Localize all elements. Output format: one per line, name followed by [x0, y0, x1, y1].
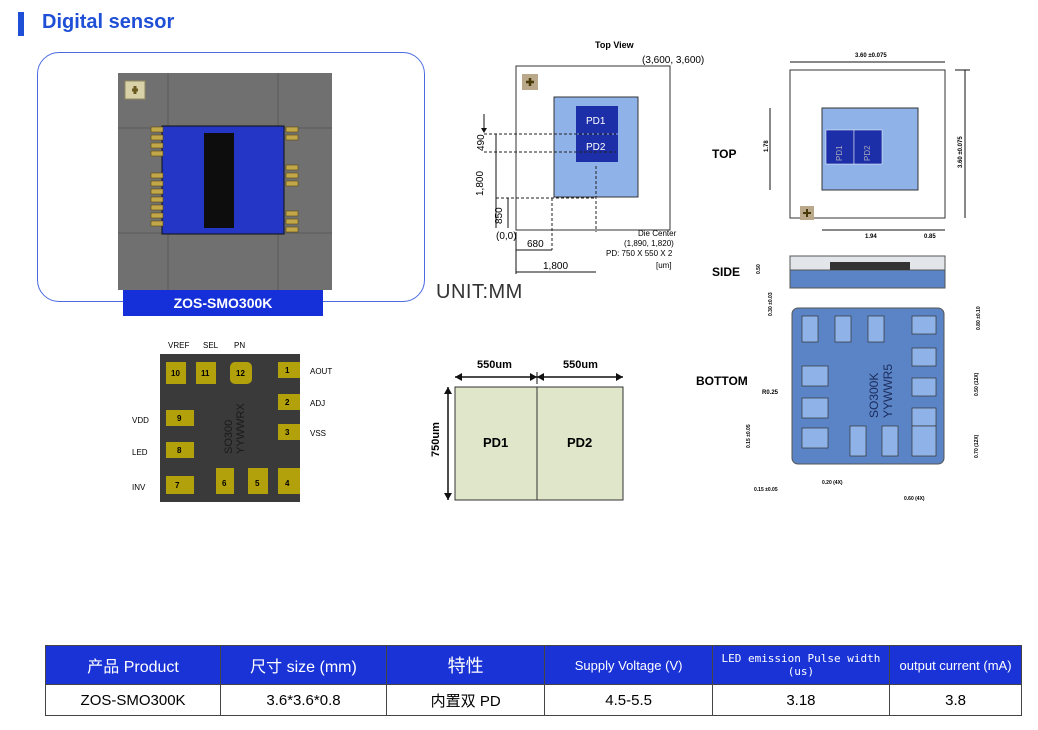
header-pulse-width: LED emission Pulse width (us) — [711, 645, 891, 685]
pkg-dim-070-12x: 0.70 (12X) — [974, 434, 980, 458]
unit-label: UNIT:MM — [436, 281, 523, 303]
table-header-row: 产品 Product 尺寸 size (mm) 特性 Supply Voltag… — [44, 645, 1022, 685]
table-row: ZOS-SMO300K 3.6*3.6*0.8 内置双 PD 4.5-5.5 3… — [44, 684, 1022, 716]
pkg-mark-1: SO300K — [867, 373, 881, 418]
pkg-dim-020-4x: 0.20 (4X) — [822, 480, 843, 486]
cell-size: 3.6*3.6*0.8 — [220, 684, 387, 716]
pkg-side-label: SIDE — [712, 265, 740, 279]
die-center-line3: PD: 750 X 550 X 2 — [606, 249, 673, 258]
photo-caption: ZOS-SMO300K — [123, 290, 323, 316]
package-drawing: 3.60 ±0.075 3.60 ±0.075 TOP PD1 PD2 1.78… — [696, 53, 982, 502]
pin-6: 6 — [222, 479, 227, 488]
header-product: 产品 Product — [44, 645, 222, 685]
pin-1: 1 — [285, 366, 290, 375]
top-view-corner: (3,600, 3,600) — [642, 55, 704, 66]
top-view-pd1: PD1 — [586, 116, 606, 127]
header-size: 尺寸 size (mm) — [220, 645, 387, 685]
pin-marking-2: YYWWRX — [235, 403, 247, 454]
pkg-dim-width: 3.60 ±0.075 — [855, 53, 887, 59]
pd-width-1: 550um — [477, 359, 512, 371]
pin-label-sel: SEL — [203, 341, 219, 350]
pkg-dim-015-h: 0.15 ±0.05 — [754, 487, 778, 493]
die-center-line1: Die Center — [638, 229, 677, 238]
pin-2: 2 — [285, 398, 290, 407]
dim-1800-h: 1,800 — [543, 261, 568, 272]
header-voltage: Supply Voltage (V) — [544, 645, 713, 685]
pin-12: 12 — [236, 369, 245, 378]
die-center-line4: [um] — [656, 261, 672, 270]
dim-490: 490 — [476, 134, 487, 151]
pin-7: 7 — [175, 481, 180, 490]
dim-680: 680 — [527, 239, 544, 250]
pin-5: 5 — [255, 479, 260, 488]
pkg-dim-height: 3.60 ±0.075 — [958, 136, 964, 168]
pkg-top-label: TOP — [712, 147, 736, 161]
cell-current: 3.8 — [889, 684, 1022, 716]
pin-label-inv: INV — [132, 483, 146, 492]
pin-label-led: LED — [132, 448, 148, 457]
header-current: output current (mA) — [889, 645, 1022, 685]
cell-pulse-width: 3.18 — [711, 684, 891, 716]
pkg-side-030: 0.30 ±0.03 — [768, 292, 774, 316]
cell-voltage: 4.5-5.5 — [544, 684, 713, 716]
pkg-dim-015-v: 0.15 ±0.05 — [746, 424, 752, 448]
pin-3: 3 — [285, 428, 290, 437]
pin-10: 10 — [171, 369, 180, 378]
pkg-mark-2: YYWWR5 — [881, 364, 895, 418]
top-view-title: Top View — [595, 40, 635, 50]
pd1-label: PD1 — [483, 435, 508, 450]
pkg-dim-194: 1.94 — [865, 234, 877, 240]
top-view-drawing: Top View (3,600, 3,600) PD1 PD2 490 1,80… — [475, 40, 704, 274]
pd-diagram: 550um 550um 750um PD1 PD2 — [430, 359, 624, 501]
pkg-pd2: PD2 — [863, 145, 872, 161]
pin-label-aout: AOUT — [310, 367, 332, 376]
spec-table: 产品 Product 尺寸 size (mm) 特性 Supply Voltag… — [44, 645, 1022, 716]
pin-marking-1: SO300 — [223, 420, 235, 454]
pkg-dim-178: 1.78 — [764, 140, 770, 152]
pkg-r025: R0.25 — [762, 390, 779, 396]
pin-8: 8 — [177, 446, 182, 455]
header-feature: 特性 — [385, 645, 546, 685]
sensor-photo — [118, 73, 332, 290]
pkg-dim-050-12x: 0.50 (12X) — [974, 372, 980, 396]
pd-width-2: 550um — [563, 359, 598, 371]
cell-feature: 内置双 PD — [385, 684, 546, 716]
die-center-line2: (1,890, 1,820) — [624, 239, 674, 248]
pkg-pd1: PD1 — [835, 145, 844, 161]
dim-850: 850 — [494, 207, 505, 224]
pin-label-adj: ADJ — [310, 399, 325, 408]
pin-label-vdd: VDD — [132, 416, 149, 425]
pin-label-vref: VREF — [168, 341, 189, 350]
pin-4: 4 — [285, 479, 290, 488]
pin-label-vss: VSS — [310, 429, 326, 438]
pd2-label: PD2 — [567, 435, 592, 450]
pkg-bottom-label: BOTTOM — [696, 374, 748, 388]
pin-9: 9 — [177, 414, 182, 423]
pin-diagram: VREF SEL PN VDD LED INV AOUT ADJ VSS 1 2… — [132, 341, 332, 502]
dim-1800-v: 1,800 — [475, 171, 486, 196]
pkg-dim-085: 0.85 — [924, 234, 936, 240]
top-view-pd2: PD2 — [586, 142, 606, 153]
cell-product: ZOS-SMO300K — [44, 684, 222, 716]
origin-label: (0,0) — [496, 231, 517, 242]
title-accent-bar — [18, 12, 24, 36]
pkg-dim-060-4x: 0.60 (4X) — [904, 496, 925, 502]
pd-height: 750um — [430, 422, 442, 457]
page-title: Digital sensor — [42, 11, 175, 33]
pkg-side-050: 0.50 — [756, 264, 762, 274]
pin-11: 11 — [201, 369, 210, 378]
pin-label-pn: PN — [234, 341, 245, 350]
pkg-side-080: 0.80 ±0.10 — [976, 306, 982, 330]
